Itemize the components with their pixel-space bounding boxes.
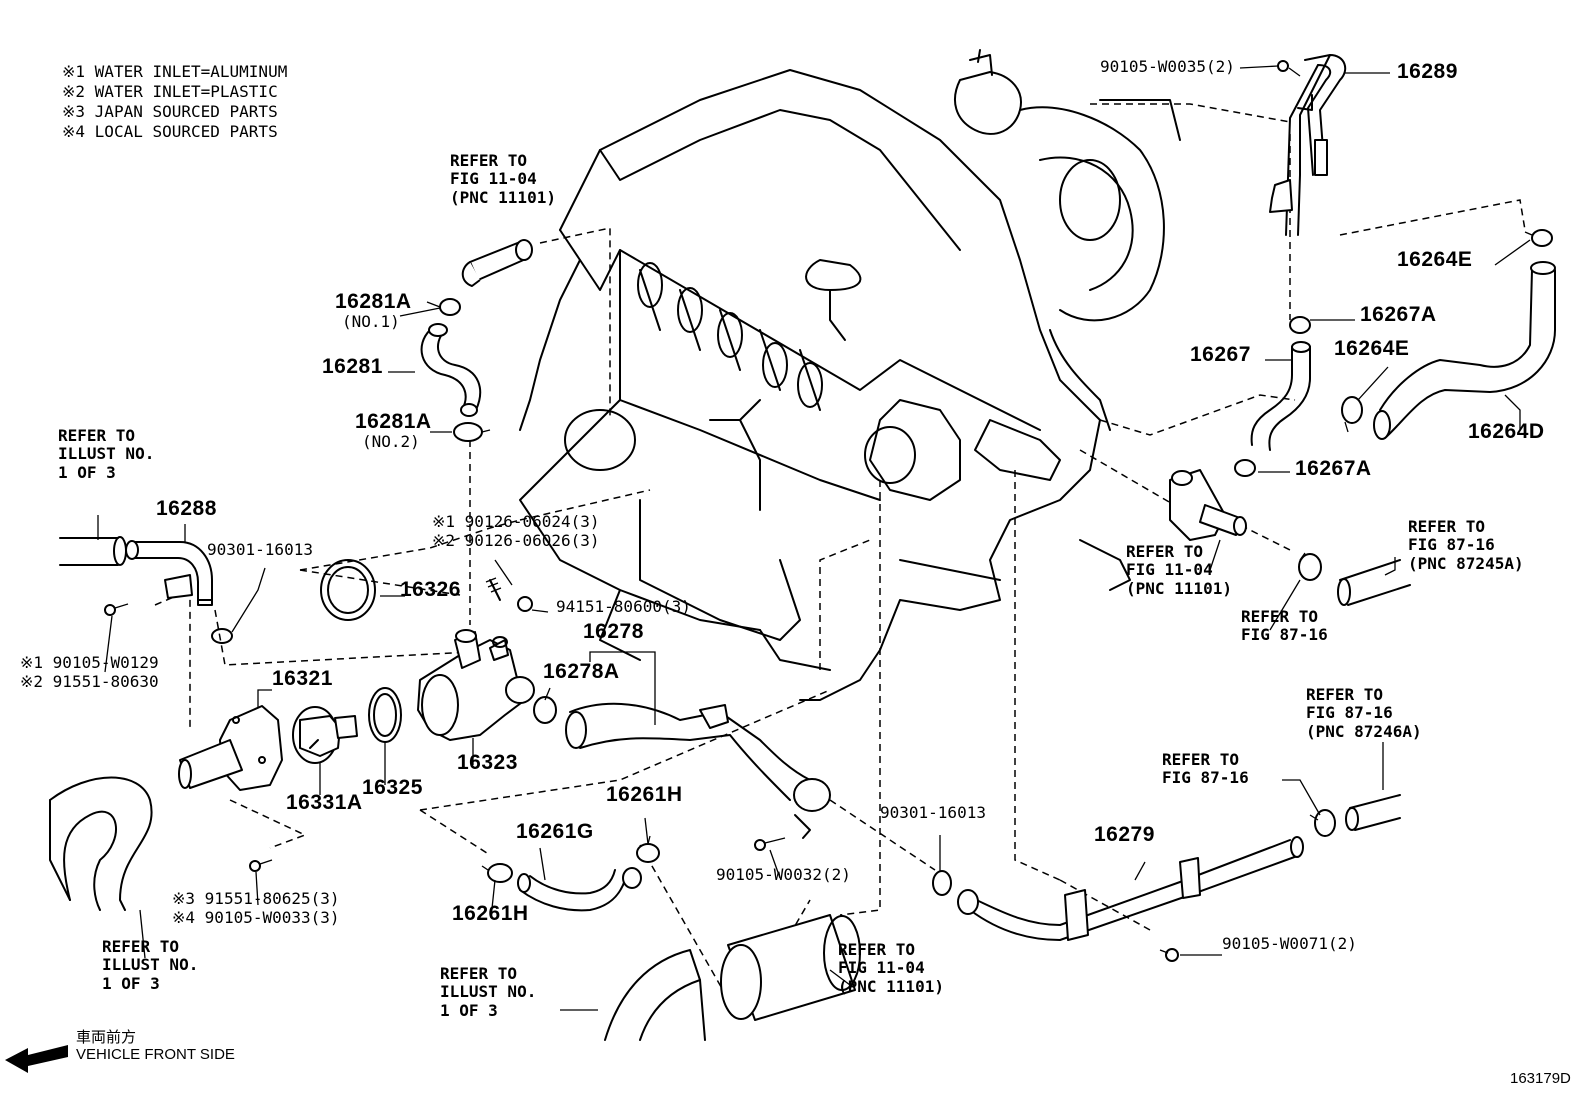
hose-16264D [1373, 261, 1556, 440]
part-note: (NO.2) [362, 432, 420, 451]
pipe-16279 [957, 836, 1304, 941]
part-label[interactable]: 90105-W0032(2) [716, 865, 851, 884]
hose-87245A [1337, 559, 1411, 606]
clamp-fig-87-16 [1298, 552, 1322, 581]
o-ring-90301-b [932, 870, 952, 896]
hose-16261G [517, 867, 642, 912]
o-ring-16278A [533, 696, 557, 724]
legend-item: ※4 LOCAL SOURCED PARTS [62, 122, 278, 141]
leader-lines [97, 65, 1531, 1011]
legend-item: ※2 WATER INLET=PLASTIC [62, 82, 278, 101]
turbocharger [954, 49, 1181, 431]
clamp-16264E-top [1524, 229, 1553, 247]
hose-bottom-left [49, 776, 153, 911]
part-label[interactable]: 16281 [322, 355, 383, 378]
part-label[interactable]: 90301-16013 [207, 540, 313, 559]
thermostat-housing-16323 [417, 629, 535, 741]
part-label[interactable]: ※2 90126-06026(3) [432, 531, 600, 550]
gasket-16325 [368, 687, 402, 743]
part-label[interactable]: 16261H [452, 902, 529, 925]
part-label[interactable]: 16264E [1334, 337, 1410, 360]
water-inlet-16321 [178, 705, 283, 791]
fitting-union [1169, 469, 1247, 541]
vehicle-front-arrow [5, 1045, 68, 1073]
part-label[interactable]: ※1 90105-W0129 [20, 653, 159, 672]
part-label[interactable]: 16325 [362, 776, 423, 799]
gasket-16326 [320, 559, 376, 621]
part-label[interactable]: ※3 91551-80625(3) [172, 889, 340, 908]
part-label[interactable]: 16267A [1295, 457, 1372, 480]
pipe-16278 [565, 702, 831, 839]
illustration-code: 163179D [1510, 1070, 1571, 1087]
bolt-90105-W0129 [104, 603, 129, 616]
hose-bottom-middle [604, 949, 706, 1041]
part-label[interactable]: 16288 [156, 497, 217, 520]
part-note: (NO.1) [342, 312, 400, 331]
part-label[interactable]: 16323 [457, 751, 518, 774]
part-label[interactable]: 90105-W0035(2) [1100, 57, 1235, 76]
part-label[interactable]: ※4 90105-W0033(3) [172, 908, 340, 927]
part-label[interactable]: 16278 [583, 620, 644, 643]
clamp-16267A-bottom [1234, 459, 1256, 477]
part-label[interactable]: 16331A [286, 791, 363, 814]
legend-item: ※1 WATER INLET=ALUMINUM [62, 62, 288, 81]
bolt-90105-W0032 [754, 837, 786, 851]
part-label[interactable]: 16261H [606, 783, 683, 806]
vehicle-front-label-jp: 車両前方 [76, 1028, 137, 1046]
part-label[interactable]: 16264D [1468, 420, 1545, 443]
clamp-16281A-no1 [426, 298, 461, 316]
bolt-90105-W0071 [1159, 948, 1179, 962]
thermostat-16331A [292, 706, 358, 764]
part-label[interactable]: 16321 [272, 667, 333, 690]
part-label[interactable]: 94151-80600(3) [556, 597, 691, 616]
clamp-16281A-no2 [453, 422, 491, 442]
hose-left [59, 536, 127, 566]
part-label[interactable]: 16264E [1397, 248, 1473, 271]
part-label[interactable]: 16289 [1397, 60, 1458, 83]
o-ring-90301-a [211, 628, 233, 644]
hose-elbow-top [461, 239, 533, 287]
part-label[interactable]: 16326 [400, 578, 461, 601]
part-label[interactable]: ※1 90126-06024(3) [432, 512, 600, 531]
part-label[interactable]: 16278A [543, 660, 620, 683]
part-label[interactable]: 16279 [1094, 823, 1155, 846]
part-label[interactable]: 90301-16013 [880, 803, 986, 822]
legend-item: ※3 JAPAN SOURCED PARTS [62, 102, 278, 121]
pipe-bottom-cylinder [720, 914, 861, 1021]
dashed-guide-lines [154, 103, 1526, 1022]
part-label[interactable]: 16267A [1360, 303, 1437, 326]
part-label[interactable]: 16281A [355, 410, 432, 433]
hose-16267 [1250, 341, 1311, 451]
stud-90126 [485, 577, 502, 601]
clamp-16264E-mid [1341, 396, 1363, 433]
clamp-16267A-top [1289, 316, 1311, 334]
part-label[interactable]: 16267 [1190, 343, 1251, 366]
pipe-16289 [1269, 54, 1347, 236]
pipe-16288 [125, 540, 213, 606]
bolt-91551-80625 [249, 859, 273, 872]
vehicle-front-label: VEHICLE FRONT SIDE [76, 1046, 235, 1063]
part-label[interactable]: 16261G [516, 820, 594, 843]
hose-16281 [420, 323, 482, 417]
clamp-16261H-bottom [481, 863, 513, 883]
hose-87246A [1345, 794, 1401, 831]
part-label[interactable]: ※2 91551-80630 [20, 672, 159, 691]
clamp-bottom-right [1309, 809, 1336, 837]
part-label[interactable]: 90105-W0071(2) [1222, 934, 1357, 953]
nut-94151 [517, 596, 533, 612]
part-label[interactable]: 16281A [335, 290, 412, 313]
engine-block [519, 69, 1131, 701]
